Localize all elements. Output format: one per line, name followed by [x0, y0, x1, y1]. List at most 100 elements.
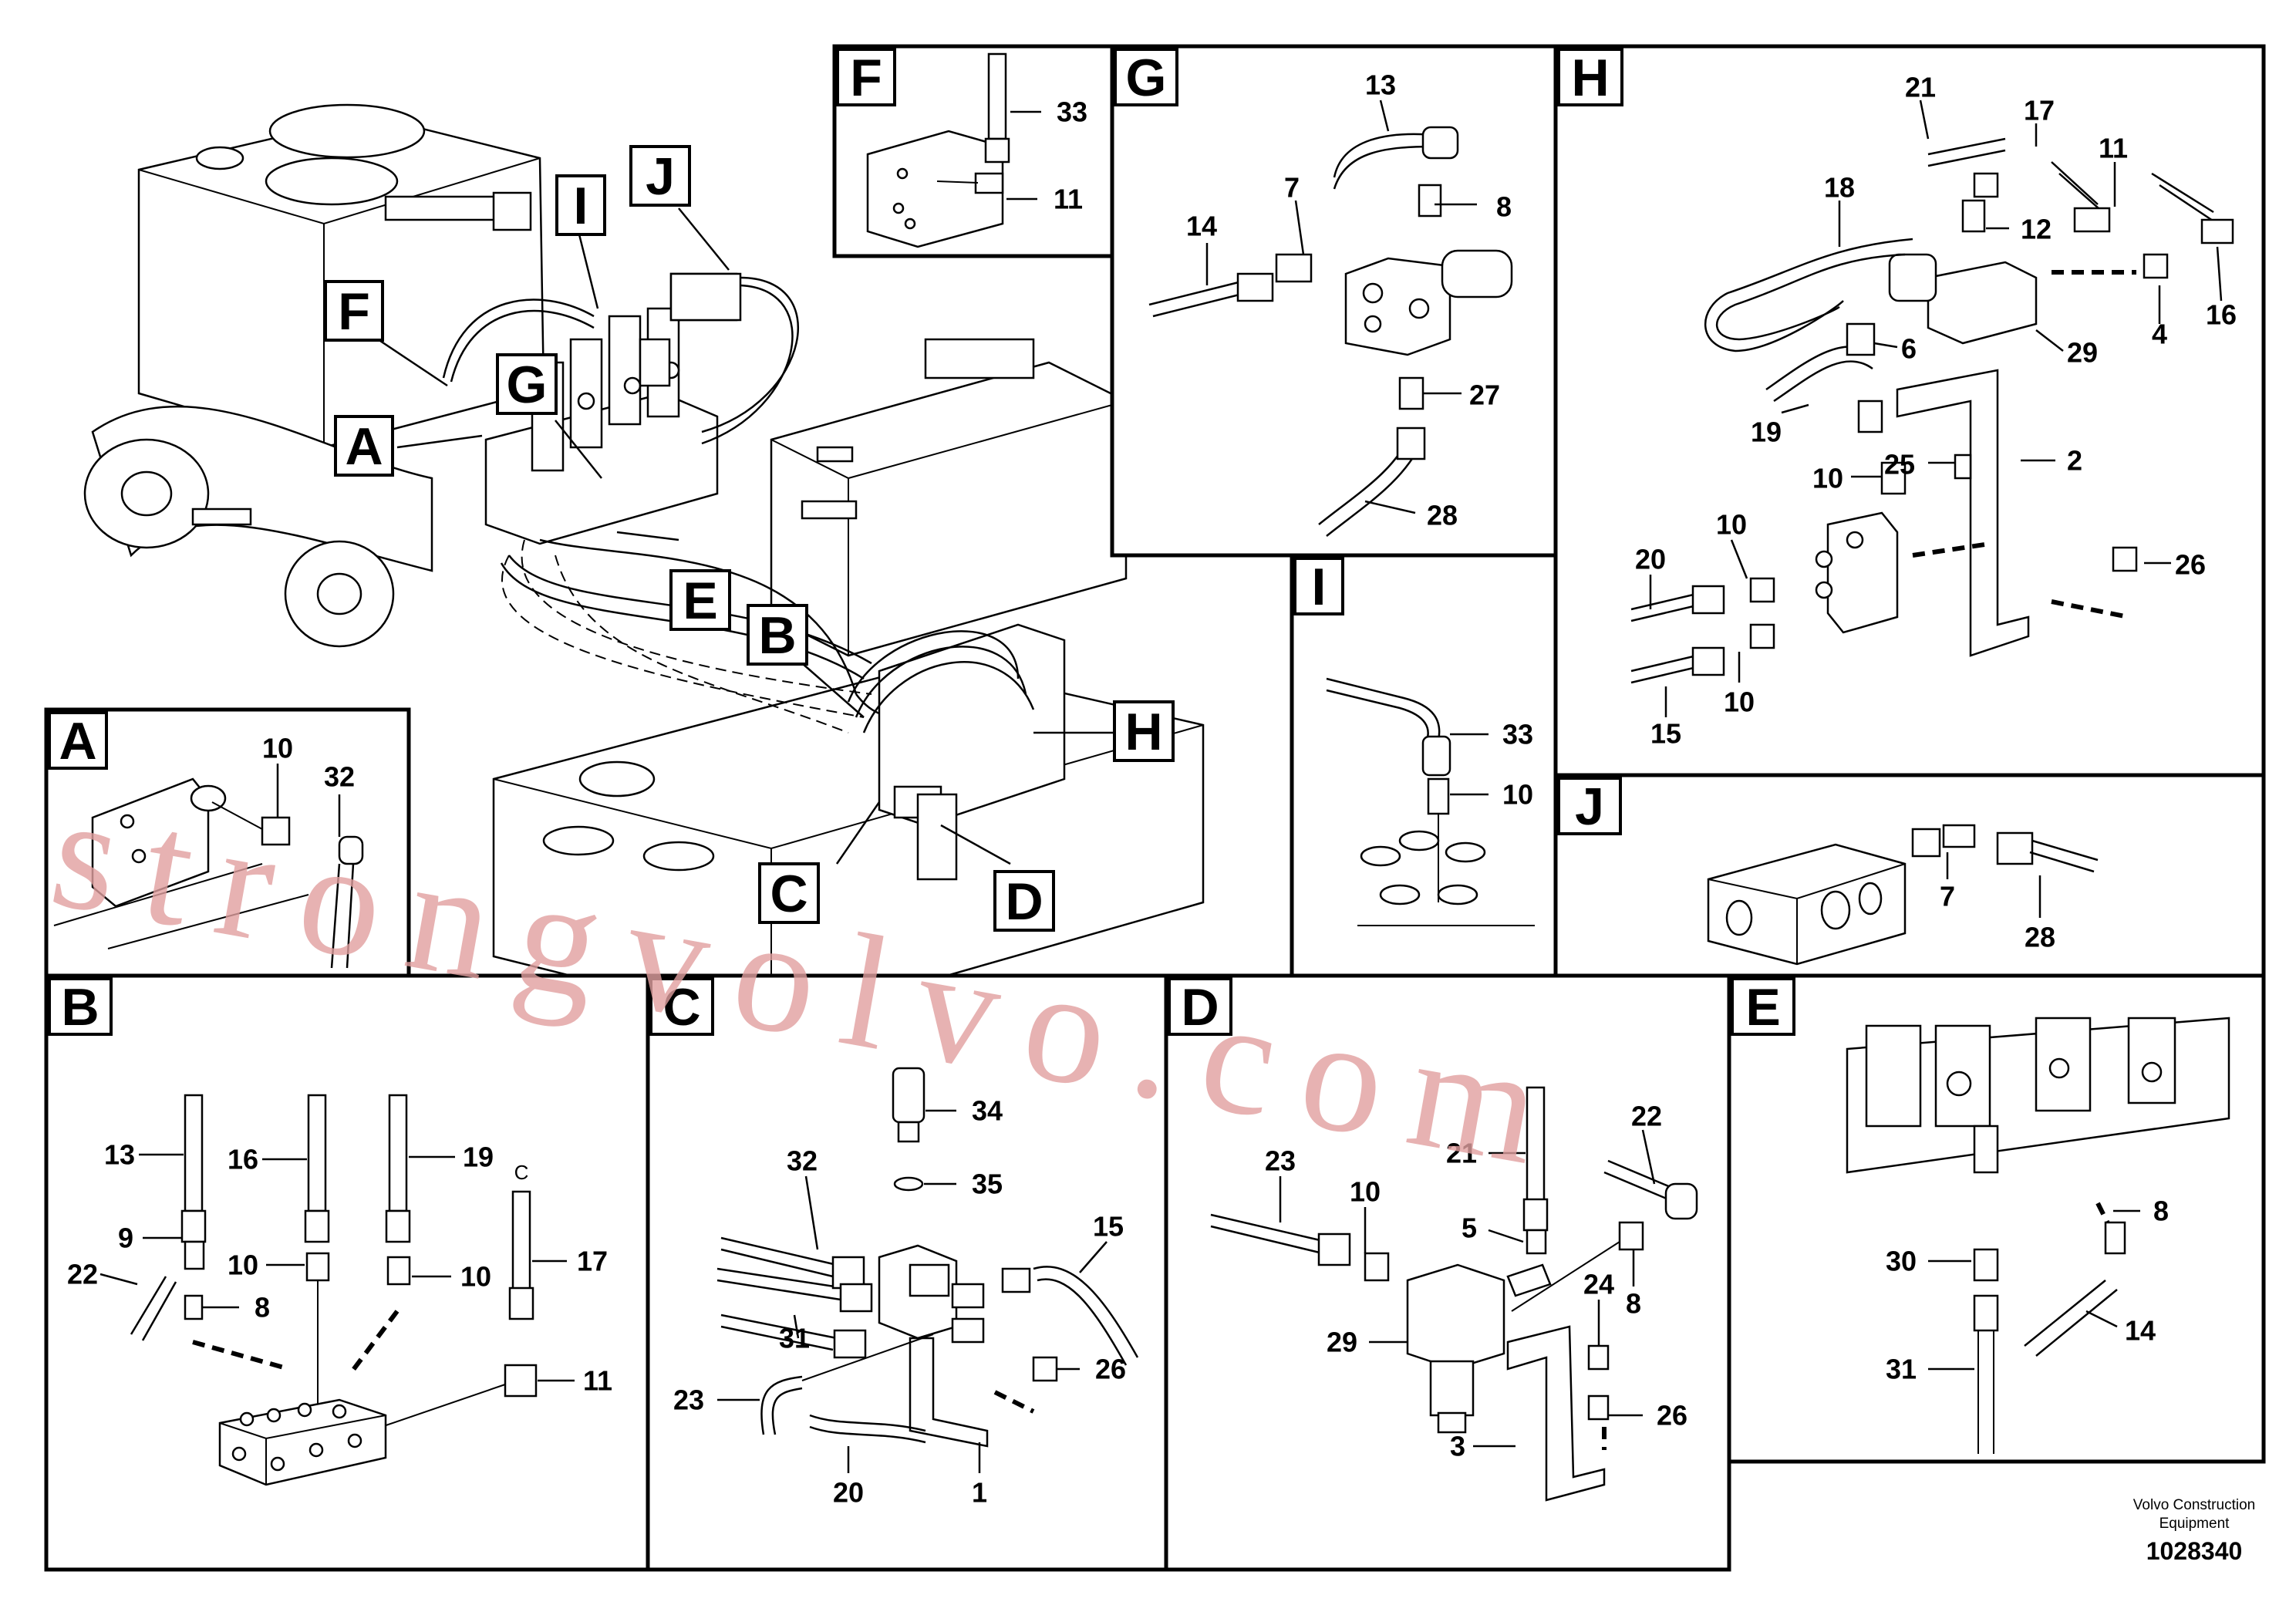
part-label-3: 3 — [1450, 1431, 1465, 1462]
part-label-23-d: 23 — [1265, 1145, 1296, 1177]
detail-tag-j: J — [1575, 777, 1604, 836]
overview-tag-d: D — [1005, 872, 1043, 931]
part-label-21: 21 — [1905, 72, 1936, 103]
footer: Volvo Construction Equipment 1028340 — [2133, 1497, 2255, 1565]
part-label-10-b2: 10 — [460, 1261, 491, 1293]
control-valve-block — [484, 272, 738, 545]
part-label-12: 12 — [2021, 214, 2052, 245]
part-label-7: 7 — [1284, 172, 1300, 204]
detail-panel-d: D 21 22 23 10 5 8 24 — [1164, 973, 1731, 1572]
overview-tag-b: B — [758, 606, 796, 665]
part-label-31-e: 31 — [1886, 1354, 1917, 1385]
overview-tag-a: A — [345, 417, 383, 476]
part-label-14-e: 14 — [2125, 1315, 2156, 1347]
part-label-26-c: 26 — [1095, 1354, 1126, 1385]
part-label-17-b: 17 — [577, 1246, 608, 1277]
brand-line-1: Volvo Construction — [2133, 1497, 2255, 1513]
part-label-8-b: 8 — [255, 1292, 270, 1324]
part-label-8-d: 8 — [1626, 1288, 1641, 1320]
part-label-16-b: 16 — [228, 1144, 258, 1175]
part-label-10-h2: 10 — [1716, 509, 1747, 541]
part-label-25: 25 — [1884, 449, 1915, 481]
detail-panel-i: I 33 10 — [1290, 553, 1558, 978]
part-label-10-i: 10 — [1502, 779, 1533, 811]
part-label-19-b: 19 — [463, 1141, 494, 1173]
detail-panel-g: G 13 8 7 14 27 28 — [1110, 44, 1558, 558]
connection-label-c: C — [514, 1161, 529, 1184]
part-label-4: 4 — [2152, 319, 2167, 350]
part-label-11-h: 11 — [2099, 133, 2128, 164]
part-label-9: 9 — [118, 1222, 133, 1254]
part-label-7-j: 7 — [1940, 881, 1955, 912]
part-label-32-c: 32 — [787, 1145, 818, 1177]
part-label-17: 17 — [2024, 95, 2055, 126]
part-label-10-d: 10 — [1350, 1176, 1381, 1208]
part-label-31-c: 31 — [779, 1323, 810, 1354]
part-label-1: 1 — [972, 1477, 987, 1509]
part-label-23-c: 23 — [673, 1384, 704, 1416]
detail-tag-h: H — [1571, 49, 1609, 107]
part-label-6: 6 — [1901, 333, 1917, 365]
part-label-11-b: 11 — [583, 1365, 612, 1397]
detail-panel-f: F 33 11 — [832, 44, 1114, 258]
part-label-34: 34 — [972, 1095, 1003, 1127]
part-label-20-c: 20 — [833, 1477, 864, 1509]
part-label-29-h: 29 — [2067, 337, 2098, 369]
part-label-22-b: 22 — [67, 1259, 98, 1290]
part-label-33-i: 33 — [1502, 719, 1533, 750]
detail-panel-h: H — [1553, 44, 2266, 777]
part-label-14: 14 — [1186, 211, 1217, 242]
part-label-15-h: 15 — [1650, 718, 1681, 750]
detail-tag-d: D — [1181, 978, 1219, 1037]
document-number: 1028340 — [2146, 1537, 2243, 1565]
detail-tag-a: A — [59, 712, 96, 771]
part-label-33: 33 — [1057, 96, 1087, 128]
detail-tag-b: B — [61, 978, 99, 1037]
part-label-19-h: 19 — [1751, 416, 1782, 448]
overview-tag-h: H — [1124, 703, 1162, 761]
part-label-10-a: 10 — [262, 733, 293, 764]
part-label-32: 32 — [324, 761, 355, 793]
overview-tag-i: I — [574, 177, 588, 235]
part-label-11: 11 — [1054, 184, 1083, 215]
part-label-10-h3: 10 — [1724, 686, 1755, 718]
part-label-29-d: 29 — [1327, 1327, 1357, 1358]
part-label-18: 18 — [1824, 172, 1855, 204]
overview-tag-e: E — [683, 572, 717, 630]
overview-leaders — [377, 207, 1114, 865]
detail-panel-j: J 7 28 — [1553, 773, 2266, 978]
part-label-10-b1: 10 — [228, 1249, 258, 1281]
detail-tag-f: F — [850, 49, 882, 107]
part-label-24: 24 — [1583, 1269, 1614, 1300]
part-label-10-h1: 10 — [1812, 463, 1843, 494]
part-label-30: 30 — [1886, 1246, 1917, 1277]
overview-tags: F A G I J E B H C D — [324, 145, 1175, 932]
part-label-8: 8 — [1496, 191, 1512, 223]
part-label-35: 35 — [972, 1168, 1003, 1200]
detail-tag-i: I — [1312, 558, 1327, 616]
detail-panel-a: A 10 32 — [44, 707, 411, 978]
part-label-5: 5 — [1462, 1212, 1477, 1244]
detail-panel-c: C 34 35 32 15 31 — [646, 973, 1168, 1572]
part-label-16-h: 16 — [2206, 299, 2237, 331]
part-label-13-b: 13 — [104, 1139, 135, 1171]
part-label-13: 13 — [1365, 69, 1396, 101]
brand-line-2: Equipment — [2159, 1516, 2230, 1532]
detail-tag-c: C — [663, 978, 700, 1037]
overview-tag-j: J — [646, 147, 675, 206]
part-label-28: 28 — [1427, 500, 1458, 531]
overview-machine-drawing — [83, 103, 1205, 1027]
part-label-15-c: 15 — [1093, 1211, 1124, 1243]
overview-tag-f: F — [338, 282, 370, 341]
detail-panel-b: B 13 16 19 — [44, 973, 650, 1572]
overview-tag-c: C — [770, 865, 807, 923]
detail-panel-e: E 8 30 14 31 — [1727, 973, 2266, 1464]
detail-tag-g: G — [1126, 49, 1167, 107]
part-label-8-e: 8 — [2153, 1195, 2169, 1227]
part-label-2: 2 — [2067, 445, 2082, 477]
part-label-22-d: 22 — [1631, 1101, 1662, 1132]
overview-tag-g: G — [507, 356, 548, 414]
detail-tag-e: E — [1745, 978, 1780, 1037]
part-label-20-h: 20 — [1635, 544, 1666, 575]
